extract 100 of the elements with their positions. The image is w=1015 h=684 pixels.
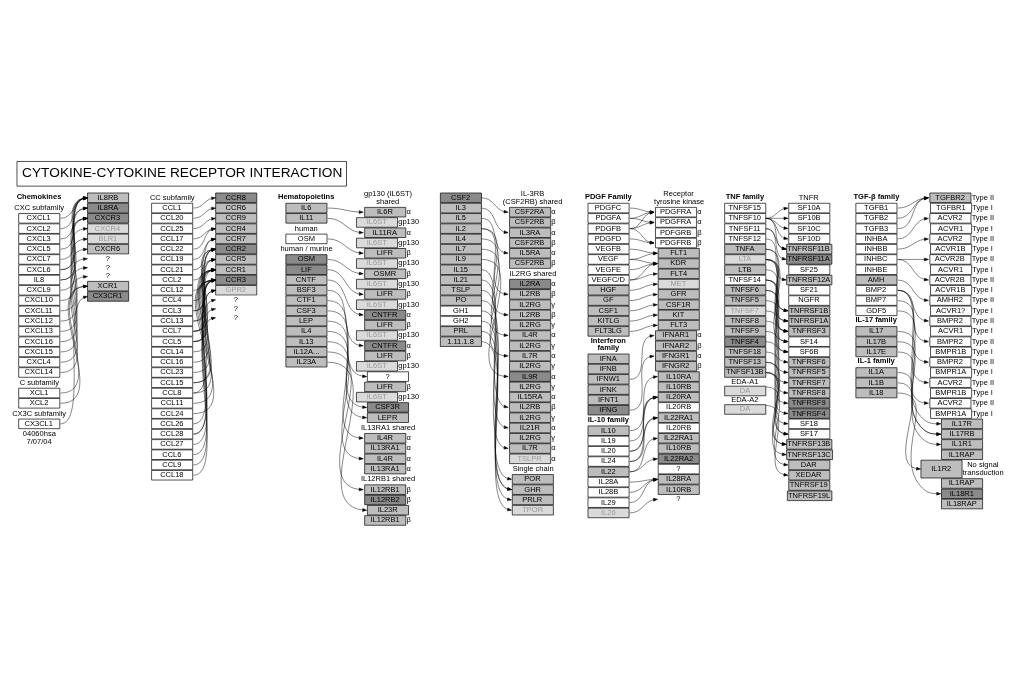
- node-label: α: [697, 350, 702, 360]
- arrow: [481, 207, 509, 234]
- label: Single chain: [512, 464, 554, 473]
- node-label: No signal transduction: [962, 459, 1004, 478]
- arrow: [765, 351, 789, 426]
- node-label: Type II: [971, 336, 995, 346]
- arrow: [765, 218, 787, 250]
- node-label: γ: [551, 381, 556, 391]
- node-label: Type I: [972, 387, 993, 397]
- arrow: [193, 248, 216, 291]
- node-label: β: [406, 289, 411, 299]
- arrow: [629, 272, 658, 281]
- node-label: Type II: [971, 295, 995, 305]
- node-label: α: [551, 330, 556, 340]
- node-label: gp130: [398, 237, 420, 247]
- arrow: [327, 290, 364, 347]
- arrow: [629, 303, 658, 312]
- arrow: [629, 282, 658, 291]
- arrow: [629, 323, 658, 332]
- arrow: [765, 238, 787, 281]
- arrow: [481, 290, 509, 450]
- arrow: [481, 228, 509, 296]
- node-label: Type II: [971, 233, 995, 243]
- node-label: β: [551, 402, 556, 412]
- node-label: α: [406, 464, 411, 473]
- node-label: Type I: [972, 264, 993, 274]
- arrow: [327, 279, 364, 317]
- node-label: α: [551, 227, 556, 237]
- arrow: [629, 396, 658, 452]
- arrow: [897, 290, 929, 364]
- node-label: Type II: [971, 357, 995, 367]
- node-label: gp130: [398, 217, 420, 227]
- node-label: β: [697, 237, 702, 247]
- arrow: [60, 196, 88, 229]
- node-label: β: [551, 309, 556, 319]
- label: C subfamily: [19, 377, 59, 387]
- label: IL13RA1 shared: [360, 422, 416, 432]
- node-label: β: [406, 248, 411, 258]
- arrow: [629, 457, 658, 473]
- arrow: [629, 259, 658, 266]
- node-label: γ: [551, 412, 556, 422]
- node-label: β: [697, 227, 702, 237]
- arrow: [629, 292, 658, 301]
- arrow: [629, 395, 658, 462]
- label: gp130 (IL6ST) shared: [363, 188, 413, 206]
- node-label: β: [406, 381, 411, 391]
- arrow: [481, 259, 509, 378]
- arrow: [60, 247, 88, 342]
- node-label: β: [406, 484, 411, 494]
- arrow: [481, 197, 509, 214]
- arrow: [193, 278, 216, 332]
- arrow: [629, 262, 658, 281]
- arrow: [193, 248, 216, 281]
- node-label: β: [551, 217, 556, 227]
- arrow: [897, 382, 921, 471]
- label: TGF-β family: [853, 192, 900, 202]
- arrow: [60, 275, 88, 373]
- arrow: [327, 351, 364, 492]
- arrow: [193, 268, 216, 312]
- arrow: [60, 295, 88, 425]
- arrow: [193, 258, 216, 312]
- arrow: [629, 416, 658, 462]
- arrow: [629, 416, 658, 452]
- node-label: α: [551, 422, 556, 432]
- arrow: [897, 217, 929, 240]
- arrow: [897, 279, 929, 302]
- arrow: [629, 437, 658, 473]
- arrow: [60, 227, 88, 322]
- arrow: [481, 238, 509, 337]
- label: IL-3RB (CSF2RB) shared: [502, 188, 563, 206]
- label: TNFR: [798, 192, 819, 202]
- diagram-title: CYTOKINE-CYTOKINE RECEPTOR INTERACTION: [22, 165, 343, 181]
- node-text: ?: [676, 494, 681, 504]
- node-label: gp130: [398, 258, 420, 268]
- arrow: [629, 228, 655, 245]
- node-label: α: [551, 248, 556, 258]
- arrow: [327, 269, 364, 296]
- arrow: [327, 310, 367, 409]
- arrow: [327, 259, 364, 276]
- arrow: [629, 396, 658, 442]
- label: IL-17 family: [855, 315, 897, 325]
- label: IL-10 family: [587, 414, 630, 424]
- node-label: Type I: [972, 408, 993, 418]
- node-label: β: [551, 289, 556, 299]
- node-label: Type II: [971, 254, 995, 264]
- node-label: β: [406, 494, 411, 504]
- node-label: β: [551, 258, 556, 268]
- node-label: β: [697, 340, 702, 350]
- arrow: [481, 279, 509, 429]
- arrow: [629, 354, 655, 411]
- label: Chemokines: [16, 192, 62, 202]
- node-label: α: [551, 279, 556, 289]
- node-label: β: [697, 361, 702, 371]
- node-label: Type I: [972, 285, 993, 295]
- node-label: Type I: [972, 326, 993, 336]
- node-label: α: [406, 443, 411, 453]
- arrow: [897, 196, 929, 229]
- label: CC subfamily: [149, 192, 195, 202]
- arrow: [629, 334, 655, 380]
- arrow: [327, 238, 364, 255]
